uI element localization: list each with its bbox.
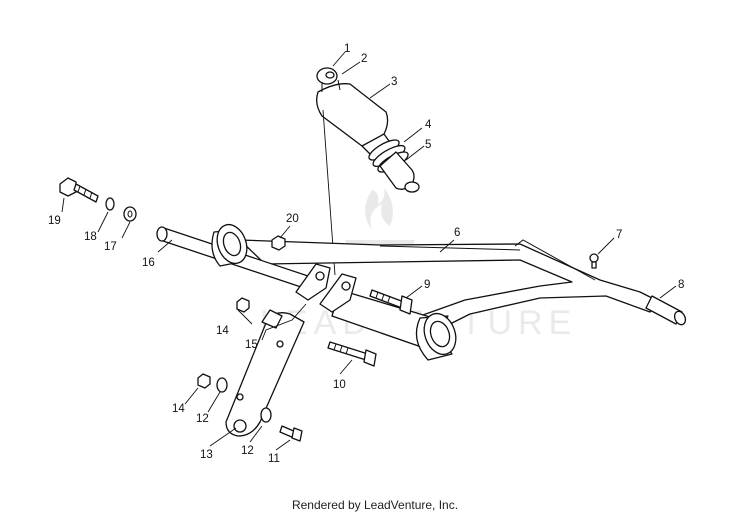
callout-2: 2 — [361, 53, 367, 65]
bolt-10 — [327, 341, 377, 367]
link-plate — [225, 309, 305, 437]
callout-19: 19 — [48, 215, 61, 227]
callout-7: 7 — [616, 229, 622, 241]
leader-lines — [61, 51, 677, 451]
pivot-tube-right — [645, 295, 687, 326]
bolt-11 — [279, 425, 303, 442]
grease-fitting — [589, 253, 599, 269]
bolt-19 — [59, 177, 99, 203]
washer-18 — [105, 197, 115, 211]
callout-15: 15 — [245, 339, 258, 351]
washer-17 — [123, 206, 137, 222]
footer-credit: Rendered by LeadVenture, Inc. — [291, 498, 459, 512]
callout-4: 4 — [425, 119, 432, 131]
mount-brackets — [295, 263, 357, 313]
callouts: 1 2 3 4 5 6 7 8 9 10 11 12 12 13 14 14 1… — [48, 43, 684, 465]
callout-3: 3 — [391, 76, 397, 88]
callout-12-lower: 12 — [241, 445, 254, 457]
nut-20 — [271, 235, 286, 251]
shock-absorber — [316, 67, 420, 193]
callout-10: 10 — [333, 379, 346, 391]
callout-17: 17 — [104, 241, 117, 253]
nut-14-lower — [197, 373, 211, 389]
callout-14-upper: 14 — [216, 325, 229, 337]
callout-8: 8 — [678, 279, 684, 291]
callout-12-upper: 12 — [196, 413, 209, 425]
callout-20: 20 — [286, 213, 299, 225]
bolt-9 — [369, 289, 413, 315]
shaft-tube — [156, 223, 321, 293]
callout-1: 1 — [344, 43, 350, 55]
callout-9: 9 — [424, 279, 430, 291]
callout-13: 13 — [200, 449, 213, 461]
washer-12-lower — [260, 407, 272, 423]
callout-6: 6 — [454, 227, 460, 239]
callout-16: 16 — [142, 257, 155, 269]
callout-14-lower: 14 — [172, 403, 185, 415]
callout-18: 18 — [84, 231, 97, 243]
a-arm — [239, 239, 661, 331]
callout-5: 5 — [425, 139, 431, 151]
washer-12-upper — [216, 377, 228, 393]
callout-11: 11 — [268, 453, 280, 465]
nut-14-upper — [236, 297, 250, 313]
